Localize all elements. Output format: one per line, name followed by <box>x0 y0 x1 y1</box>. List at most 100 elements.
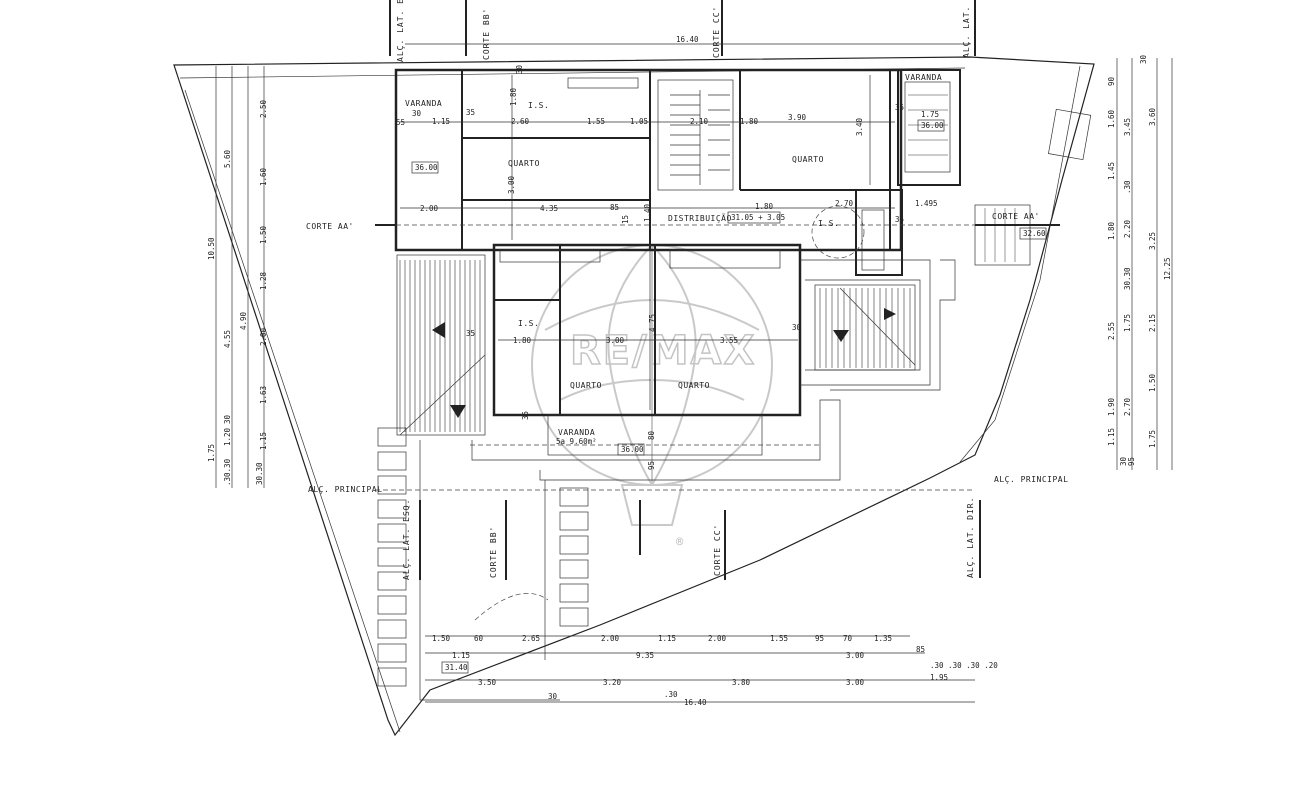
dim-interior-28: 80 <box>647 430 656 440</box>
dim-interior-7: 3.90 <box>788 113 807 122</box>
dim-interior-10: 35 <box>466 108 475 117</box>
room-quarto-mid-left: QUARTO <box>570 381 602 390</box>
dim-interior-21: 4.75 <box>648 314 657 332</box>
dim-interior-14: 1.80 <box>755 202 774 211</box>
dim-right-1: 30 <box>1139 54 1148 64</box>
dim-left-4: 4.90 <box>239 311 248 330</box>
dim-right-15: 1.90 <box>1107 397 1116 416</box>
room-is-right: I.S. <box>818 219 839 228</box>
dim-interior-2: 2.60 <box>511 117 530 126</box>
level-4: 36.00 <box>621 445 644 454</box>
dim-right-19: 1.75 <box>1148 430 1157 448</box>
dim-top-total: 16.40 <box>676 35 699 44</box>
dim-left-1: 5.60 <box>223 149 232 168</box>
dim-right-0: 90 <box>1107 76 1116 86</box>
dim-right-20: 30 <box>1119 456 1128 466</box>
dim-interior-0: 30 <box>412 109 422 118</box>
dim-right-5: 1.45 <box>1107 162 1116 180</box>
room-quarto-top-left: QUARTO <box>508 159 540 168</box>
dim-left-10: 1.15 <box>259 432 268 450</box>
dim-left-14: .30.30 <box>223 458 232 486</box>
dim-bottom-15: 3.20 <box>603 678 622 687</box>
dim-interior-4: 1.05 <box>630 117 648 126</box>
dim-right-17: 1.50 <box>1148 373 1157 392</box>
hatched-ramps <box>396 254 916 436</box>
dim-right-3: 3.45 <box>1123 118 1132 136</box>
dim-bottom-9: 1.35 <box>874 634 892 643</box>
interior-dimensions <box>400 75 895 410</box>
dim-bottom-22: 16.40 <box>684 698 707 707</box>
watermark-mark: ® <box>676 535 684 549</box>
dim-bottom-2: 2.65 <box>522 634 540 643</box>
room-varanda-bottom: VARANDA <box>558 428 595 437</box>
dim-bottom-20: 30 <box>548 692 558 701</box>
dim-left-15: 30.30 <box>255 462 264 485</box>
dim-right-11: 30.30 <box>1123 267 1132 290</box>
dim-bottom-18: 1.95 <box>930 673 948 682</box>
watermark: RE/MAX ® <box>531 244 773 549</box>
room-varanda-top-left: VARANDA <box>405 99 442 108</box>
room-is-top: I.S. <box>528 101 549 110</box>
dim-bottom-5: 2.00 <box>708 634 727 643</box>
room-varanda-area: 5a 9.60m² <box>556 437 597 446</box>
room-quarto-mid-right: QUARTO <box>678 381 710 390</box>
dim-left-9: 1.63 <box>259 386 268 404</box>
dim-left-7: 1.28 <box>259 271 268 290</box>
dim-interior-26: 15 <box>621 215 630 224</box>
dim-interior-33: 35 <box>895 215 904 224</box>
dim-interior-1: 1.15 <box>432 117 450 126</box>
dim-interior-32: 35 <box>895 103 904 112</box>
dim-right-12: 12.25 <box>1163 257 1172 280</box>
right-dimensions <box>1116 58 1173 470</box>
dim-interior-19: 3.55 <box>720 336 738 345</box>
dim-bottom-19: .30 .30 .30 .20 <box>930 661 998 670</box>
dim-right-6: .30 <box>1123 180 1132 194</box>
dim-interior-18: 3.00 <box>606 336 625 345</box>
room-varanda-top-right: VARANDA <box>905 73 942 82</box>
dim-interior-6: 1.80 <box>740 117 759 126</box>
dim-bottom-8: 70 <box>843 634 853 643</box>
dim-interior-13: 85 <box>610 203 619 212</box>
dim-interior-29: 95 <box>647 461 656 470</box>
dim-bottom-10: 1.15 <box>452 651 470 660</box>
section-corte-bb-bottom: CORTE BB' <box>489 526 498 578</box>
room-labels: VARANDA I.S. QUARTO DISTRIBUIÇÃO QUARTO … <box>405 73 942 446</box>
dim-right-10: 2.55 <box>1107 322 1116 340</box>
dim-right-16: 2.70 <box>1123 397 1132 416</box>
dim-interior-3: 1.55 <box>587 117 605 126</box>
dim-bottom-14: 3.50 <box>478 678 497 687</box>
dim-interior-5: 2.10 <box>690 117 709 126</box>
level-markers: 36.00 36.00 31.05 + 3.05 36.00 32.60 31.… <box>411 119 1047 674</box>
dim-left-11: 30 <box>223 414 232 424</box>
room-is-mid: I.S. <box>518 319 539 328</box>
level-6: 31.40 <box>445 663 468 672</box>
dim-interior-23: 1.80 <box>509 87 518 106</box>
dim-interior-15: 2.70 <box>835 199 854 208</box>
stairs <box>670 90 730 185</box>
section-alc-lat-dir-top: ALÇ. LAT. DIR. <box>962 0 971 58</box>
room-quarto-top-right: QUARTO <box>792 155 824 164</box>
dim-left-0: 10.50 <box>207 237 216 260</box>
dim-interior-8: 1.75 <box>921 110 939 119</box>
dim-interior-11: 2.00 <box>420 204 439 213</box>
top-reference-lines: 16.40 ALÇ. LAT. ESQ. CORTE BB' CORTE CC'… <box>389 0 976 62</box>
dim-interior-31: 35 <box>521 411 530 420</box>
dim-interior-12: 4.35 <box>540 204 558 213</box>
dim-right-8: 2.20 <box>1123 219 1132 238</box>
dim-right-13: 1.75 <box>1123 314 1132 332</box>
dim-bottom-6: 1.55 <box>770 634 788 643</box>
dim-bottom-16: 3.80 <box>732 678 751 687</box>
dim-right-2: 1.60 <box>1107 109 1116 128</box>
dim-bottom-17: 3.00 <box>846 678 865 687</box>
level-5: 32.60 <box>1023 229 1046 238</box>
left-dimensions <box>215 66 265 488</box>
section-lines <box>375 224 1060 580</box>
dim-right-18: 1.15 <box>1107 428 1116 446</box>
fixtures <box>499 77 1092 271</box>
site-outline <box>173 56 1095 737</box>
dim-left-6: 1.50 <box>259 225 268 244</box>
level-2: 36.00 <box>921 121 944 130</box>
dim-interior-17: 1.80 <box>513 336 532 345</box>
dim-left-5: 4.55 <box>223 330 232 348</box>
dim-bottom-12: 3.00 <box>846 651 865 660</box>
